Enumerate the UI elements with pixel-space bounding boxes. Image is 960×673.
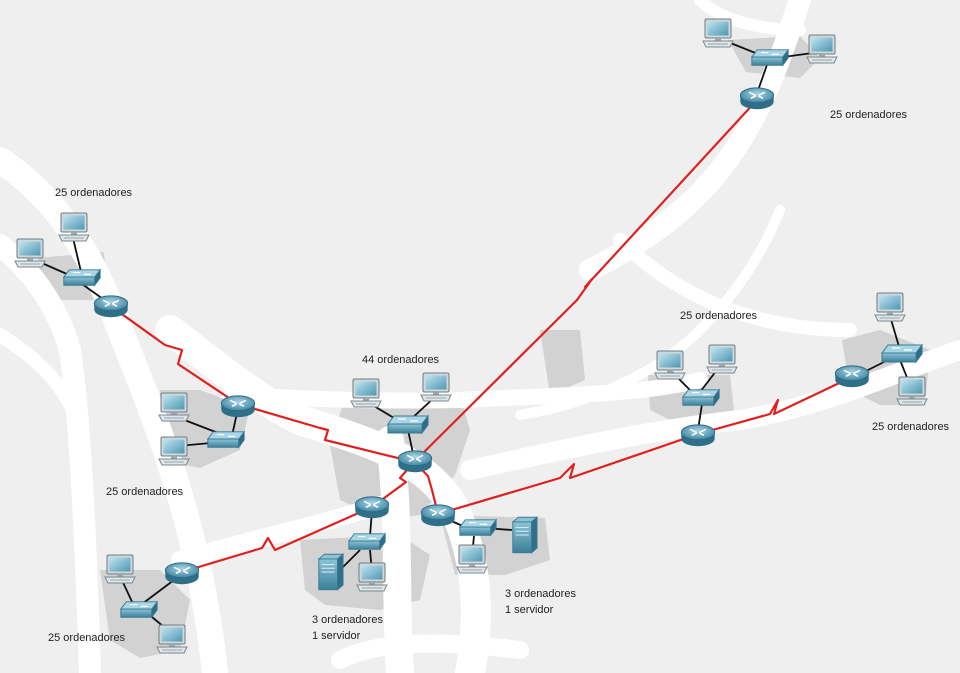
router-left-top bbox=[93, 295, 129, 318]
computer-icon bbox=[702, 18, 734, 48]
computer-icon bbox=[356, 562, 388, 592]
label-bottom-center-a-line2: 1 servidor bbox=[312, 630, 361, 642]
computer-icon bbox=[104, 554, 136, 584]
computer-icon bbox=[706, 344, 738, 374]
computer-icon bbox=[456, 544, 488, 574]
switch-center bbox=[387, 415, 429, 434]
switch-srv-b bbox=[459, 519, 497, 536]
router-left-mid bbox=[220, 395, 256, 418]
computer-icon bbox=[420, 372, 452, 402]
wan-link-bottom-left bbox=[181, 505, 373, 574]
computer-icon bbox=[158, 436, 190, 466]
router-center bbox=[397, 450, 433, 473]
computer-icon bbox=[58, 212, 90, 242]
label-center: 44 ordenadores bbox=[362, 354, 440, 366]
label-top-right: 25 ordenadores bbox=[830, 109, 908, 121]
wan-link-top-right bbox=[413, 100, 757, 463]
label-bottom-left: 25 ordenadores bbox=[48, 632, 126, 644]
wan-links bbox=[111, 100, 853, 574]
computer-icon bbox=[874, 292, 906, 322]
router-bottom-left bbox=[164, 562, 200, 585]
switch-left-mid bbox=[207, 431, 245, 448]
switch-bottom-left bbox=[120, 601, 158, 618]
computer-icon bbox=[806, 34, 838, 64]
computer-icon bbox=[158, 392, 190, 422]
label-left-mid: 25 ordenadores bbox=[106, 486, 184, 498]
wan-link-right-far bbox=[697, 376, 853, 436]
router-srv-b bbox=[420, 504, 456, 527]
router-top-right bbox=[739, 87, 775, 110]
label-right-mid: 25 ordenadores bbox=[680, 310, 758, 322]
switch-left-top bbox=[63, 269, 101, 286]
switch-top-right bbox=[751, 49, 789, 66]
router-srv-a bbox=[354, 496, 390, 519]
switch-srv-a bbox=[348, 533, 386, 550]
computer-icon bbox=[14, 238, 46, 268]
computer-icon bbox=[156, 624, 188, 654]
computer-icon bbox=[896, 376, 928, 406]
label-bottom-center-a-line1: 3 ordenadores bbox=[312, 614, 383, 626]
server-b bbox=[512, 516, 538, 554]
switch-right-mid bbox=[682, 389, 720, 406]
wan-link-left-top bbox=[111, 306, 239, 405]
label-left-top: 25 ordenadores bbox=[55, 187, 133, 199]
computer-icon bbox=[654, 350, 686, 380]
router-far-right bbox=[834, 365, 870, 388]
wan-link-srv-b-right bbox=[437, 432, 699, 516]
server-a bbox=[318, 553, 344, 591]
computer-icon bbox=[350, 378, 382, 408]
switch-far-right bbox=[881, 344, 923, 363]
wan-link-left-center bbox=[237, 402, 415, 464]
router-right-mid bbox=[680, 424, 716, 447]
label-bottom-center-b-line1: 3 ordenadores bbox=[505, 588, 576, 600]
label-far-right: 25 ordenadores bbox=[872, 421, 950, 433]
label-bottom-center-b-line2: 1 servidor bbox=[505, 604, 554, 616]
